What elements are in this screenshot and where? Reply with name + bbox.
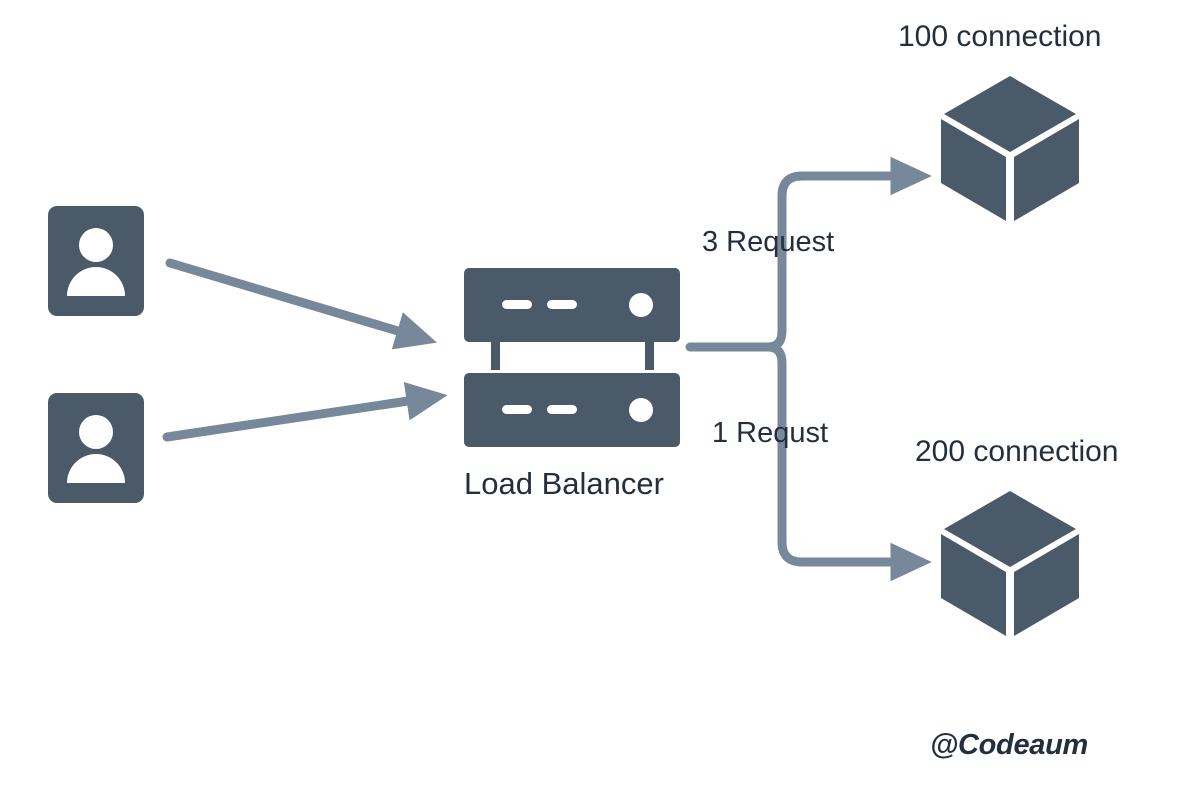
client-card-top[interactable]: [48, 206, 144, 316]
arrow-client-top-to-lb: [165, 258, 437, 350]
client-card-bottom[interactable]: [48, 393, 144, 503]
cube-icon-bottom-face-right: [1014, 534, 1079, 636]
user-icon-head-bottom: [79, 415, 113, 449]
arrow-client-bottom-to-lb: [162, 382, 448, 442]
cube-icon-top[interactable]: [941, 76, 1079, 221]
user-icon-body-bottom: [67, 454, 125, 483]
cube-icon-top-face-top: [944, 76, 1076, 152]
cube-icon-bottom[interactable]: [941, 491, 1079, 636]
load-balancer-icon[interactable]: [464, 268, 680, 447]
user-icon-head-top: [79, 228, 113, 262]
cube-icon-bottom-face-left: [941, 534, 1006, 636]
user-icon-body-top: [67, 267, 125, 296]
cube-icon-top-face-right: [1014, 119, 1079, 221]
server-rack-unit-bottom-dash-1: [502, 405, 532, 414]
server-rack-unit-top-dash-2: [547, 300, 577, 309]
cube-icon-top-face-left: [941, 119, 1006, 221]
server-rack-unit-bottom-led: [629, 398, 653, 422]
label-top-target-connections: 100 connection: [898, 20, 1102, 53]
server-rack-unit-top-led: [629, 293, 653, 317]
server-rack-unit-bottom-dash-2: [547, 405, 577, 414]
connector-branch-top: [763, 156, 932, 352]
label-top-request-count: 3 Request: [702, 226, 835, 258]
connector-branch-bottom: [763, 342, 932, 582]
cube-icon-bottom-face-top: [944, 491, 1076, 567]
server-rack-unit-top-dash-1: [502, 300, 532, 309]
server-rack-leg-right: [645, 338, 654, 370]
server-rack-leg-left: [491, 338, 500, 370]
watermark-handle: @Codeaum: [930, 729, 1089, 761]
label-bottom-request-count: 1 Requst: [712, 417, 829, 449]
label-bottom-target-connections: 200 connection: [915, 435, 1119, 468]
label-load-balancer: Load Balancer: [464, 466, 664, 501]
